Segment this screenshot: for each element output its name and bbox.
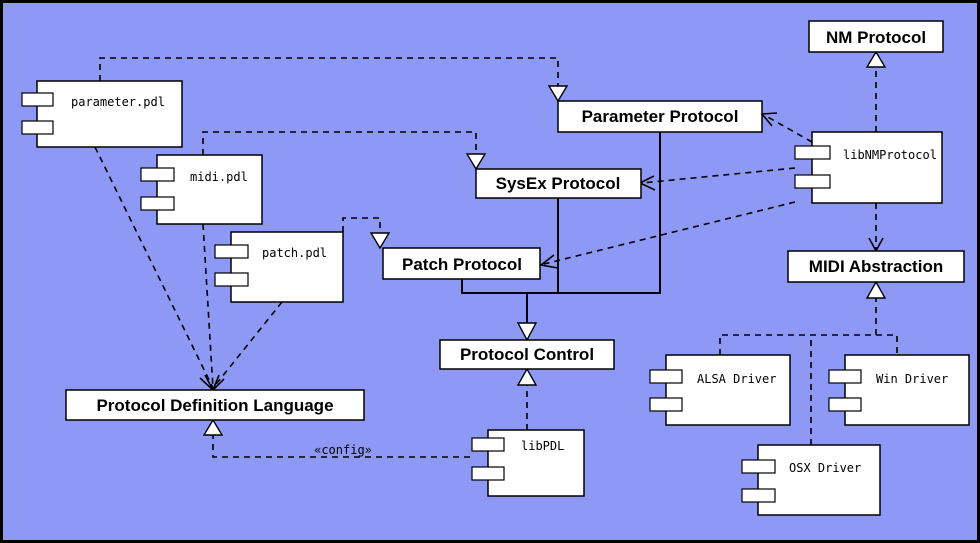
edge-patch-pdl-to-patch-protocol <box>342 217 381 233</box>
protocol-sysex-label: SysEx Protocol <box>496 174 621 193</box>
edge-parameter-pdl-to-parameter-protocol <box>99 57 559 86</box>
protocol-sysex[interactable]: SysEx Protocol <box>475 168 642 199</box>
component-parameter-pdl[interactable]: parameter.pdl <box>21 80 183 148</box>
protocol-parameter-label: Parameter Protocol <box>582 107 739 126</box>
component-tab-icon <box>140 167 175 182</box>
protocol-patch-label: Patch Protocol <box>402 255 522 274</box>
edge-libnm-to-parameter <box>765 115 813 143</box>
parameter-pdl-label: parameter.pdl <box>71 95 165 109</box>
component-tab-icon <box>140 196 175 211</box>
edge-midi-pdl-to-sysex <box>202 131 477 155</box>
component-tab-icon <box>214 272 249 287</box>
component-osx-driver[interactable]: OSX Driver <box>741 444 881 516</box>
protocol-definition-language[interactable]: Protocol Definition Language <box>65 389 365 421</box>
component-tab-icon <box>794 145 831 160</box>
libnm-patch-arrowhead <box>539 254 559 269</box>
win-driver-label: Win Driver <box>876 372 948 386</box>
edge-libpdl-config <box>212 435 470 458</box>
component-tab-icon <box>741 488 776 503</box>
control-realization-arrowhead <box>516 322 538 342</box>
component-alsa-driver[interactable]: ALSA Driver <box>649 354 791 426</box>
component-libpdl[interactable]: libPDL <box>471 429 585 497</box>
alsa-driver-label: ALSA Driver <box>697 372 776 386</box>
edge-midi-pdl-to-pdl <box>202 223 214 389</box>
component-tab-icon <box>794 174 831 189</box>
component-tab-icon <box>471 437 505 452</box>
protocol-control[interactable]: Protocol Control <box>439 339 615 370</box>
nm-protocol-arrowhead <box>865 50 887 68</box>
component-tab-icon <box>21 92 54 107</box>
config-arrowhead <box>202 418 224 436</box>
component-tab-icon <box>471 466 505 481</box>
libpdl-control-arrowhead <box>516 367 538 386</box>
edge-patch-pdl-to-pdl <box>212 301 283 389</box>
patch-protocol-arrowhead <box>369 232 391 250</box>
component-libnmprotocol[interactable]: libNMProtocol <box>794 131 943 204</box>
midi-pdl-label: midi.pdl <box>190 170 248 184</box>
edge-parameter-pdl-to-pdl <box>94 146 214 389</box>
protocol-midi-abstraction[interactable]: MIDI Abstraction <box>787 250 965 283</box>
protocol-nm-label: NM Protocol <box>826 28 926 47</box>
component-tab-icon <box>214 244 249 259</box>
protocol-parameter[interactable]: Parameter Protocol <box>557 100 763 133</box>
component-tab-icon <box>21 120 54 135</box>
component-tab-icon <box>741 459 776 474</box>
sysex-arrowhead <box>465 153 487 171</box>
midi-abstraction-label: MIDI Abstraction <box>809 257 943 276</box>
connectors <box>94 50 898 458</box>
component-tab-icon <box>828 369 862 384</box>
protocol-control-label: Protocol Control <box>460 345 594 364</box>
protocol-patch[interactable]: Patch Protocol <box>382 247 541 280</box>
config-stereotype-label: «config» <box>314 443 372 457</box>
libnmprotocol-label: libNMProtocol <box>843 148 937 162</box>
component-patch-pdl[interactable]: patch.pdl <box>214 231 344 303</box>
parameter-protocol-arrowhead <box>547 85 569 103</box>
pdl-label: Protocol Definition Language <box>96 396 333 415</box>
component-tab-icon <box>649 369 683 384</box>
patch-pdl-label: patch.pdl <box>262 246 327 260</box>
edge-patch-to-control <box>461 279 527 294</box>
component-tab-icon <box>828 397 862 412</box>
component-tab-icon <box>649 397 683 412</box>
component-midi-pdl[interactable]: midi.pdl <box>140 154 263 225</box>
edge-parameter-to-control <box>527 132 661 294</box>
component-win-driver[interactable]: Win Driver <box>828 354 970 426</box>
protocol-nm[interactable]: NM Protocol <box>808 20 944 53</box>
midi-abstraction-arrowhead <box>865 280 887 299</box>
osx-driver-label: OSX Driver <box>789 461 861 475</box>
libpdl-label: libPDL <box>521 439 564 453</box>
edge-libnm-to-sysex <box>641 167 796 184</box>
